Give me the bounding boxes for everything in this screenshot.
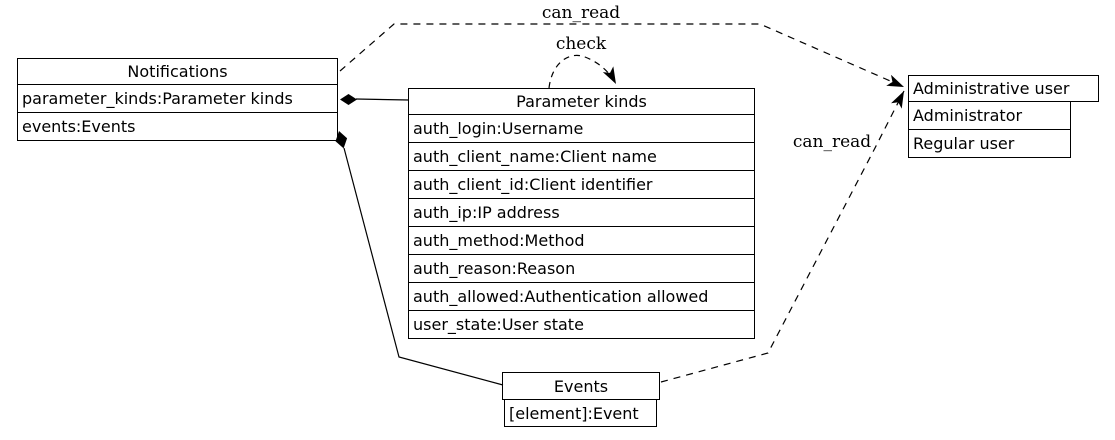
node-administrative-user-field-regular-user: Regular user <box>908 129 1071 158</box>
node-notifications-field-events: events:Events <box>17 112 338 141</box>
node-parameter-kinds-field-auth-reason: auth_reason:Reason <box>408 254 755 283</box>
edge-label-can-read-top: can_read <box>541 3 621 23</box>
node-events-field-element: [element]:Event <box>504 399 657 427</box>
node-parameter-kinds-field-auth-client-name: auth_client_name:Client name <box>408 142 755 171</box>
node-parameter-kinds-field-user-state: user_state:User state <box>408 310 755 339</box>
node-parameter-kinds-field-auth-login: auth_login:Username <box>408 114 755 143</box>
node-administrative-user-title: Administrative user <box>908 75 1099 102</box>
edge-check-self-loop <box>548 54 617 89</box>
node-parameter-kinds-field-auth-client-id: auth_client_id:Client identifier <box>408 170 755 199</box>
edge-label-can-read-right: can_read <box>792 132 872 152</box>
node-parameter-kinds-field-auth-method: auth_method:Method <box>408 226 755 255</box>
node-parameter-kinds-field-auth-allowed: auth_allowed:Authentication allowed <box>408 282 755 311</box>
node-notifications-field-parameter-kinds: parameter_kinds:Parameter kinds <box>17 84 338 113</box>
node-administrative-user-field-administrator: Administrator <box>908 101 1071 130</box>
node-parameter-kinds-field-auth-ip: auth_ip:IP address <box>408 198 755 227</box>
edge-label-check: check <box>555 34 607 54</box>
node-notifications-title: Notifications <box>17 58 338 85</box>
node-parameter-kinds-title: Parameter kinds <box>408 88 755 115</box>
composition-diamond-icon <box>340 94 357 105</box>
edge-composition-parameter-kinds <box>355 98 410 101</box>
edge-can-read-notifications-admin <box>339 23 905 88</box>
node-events-title: Events <box>502 372 660 400</box>
